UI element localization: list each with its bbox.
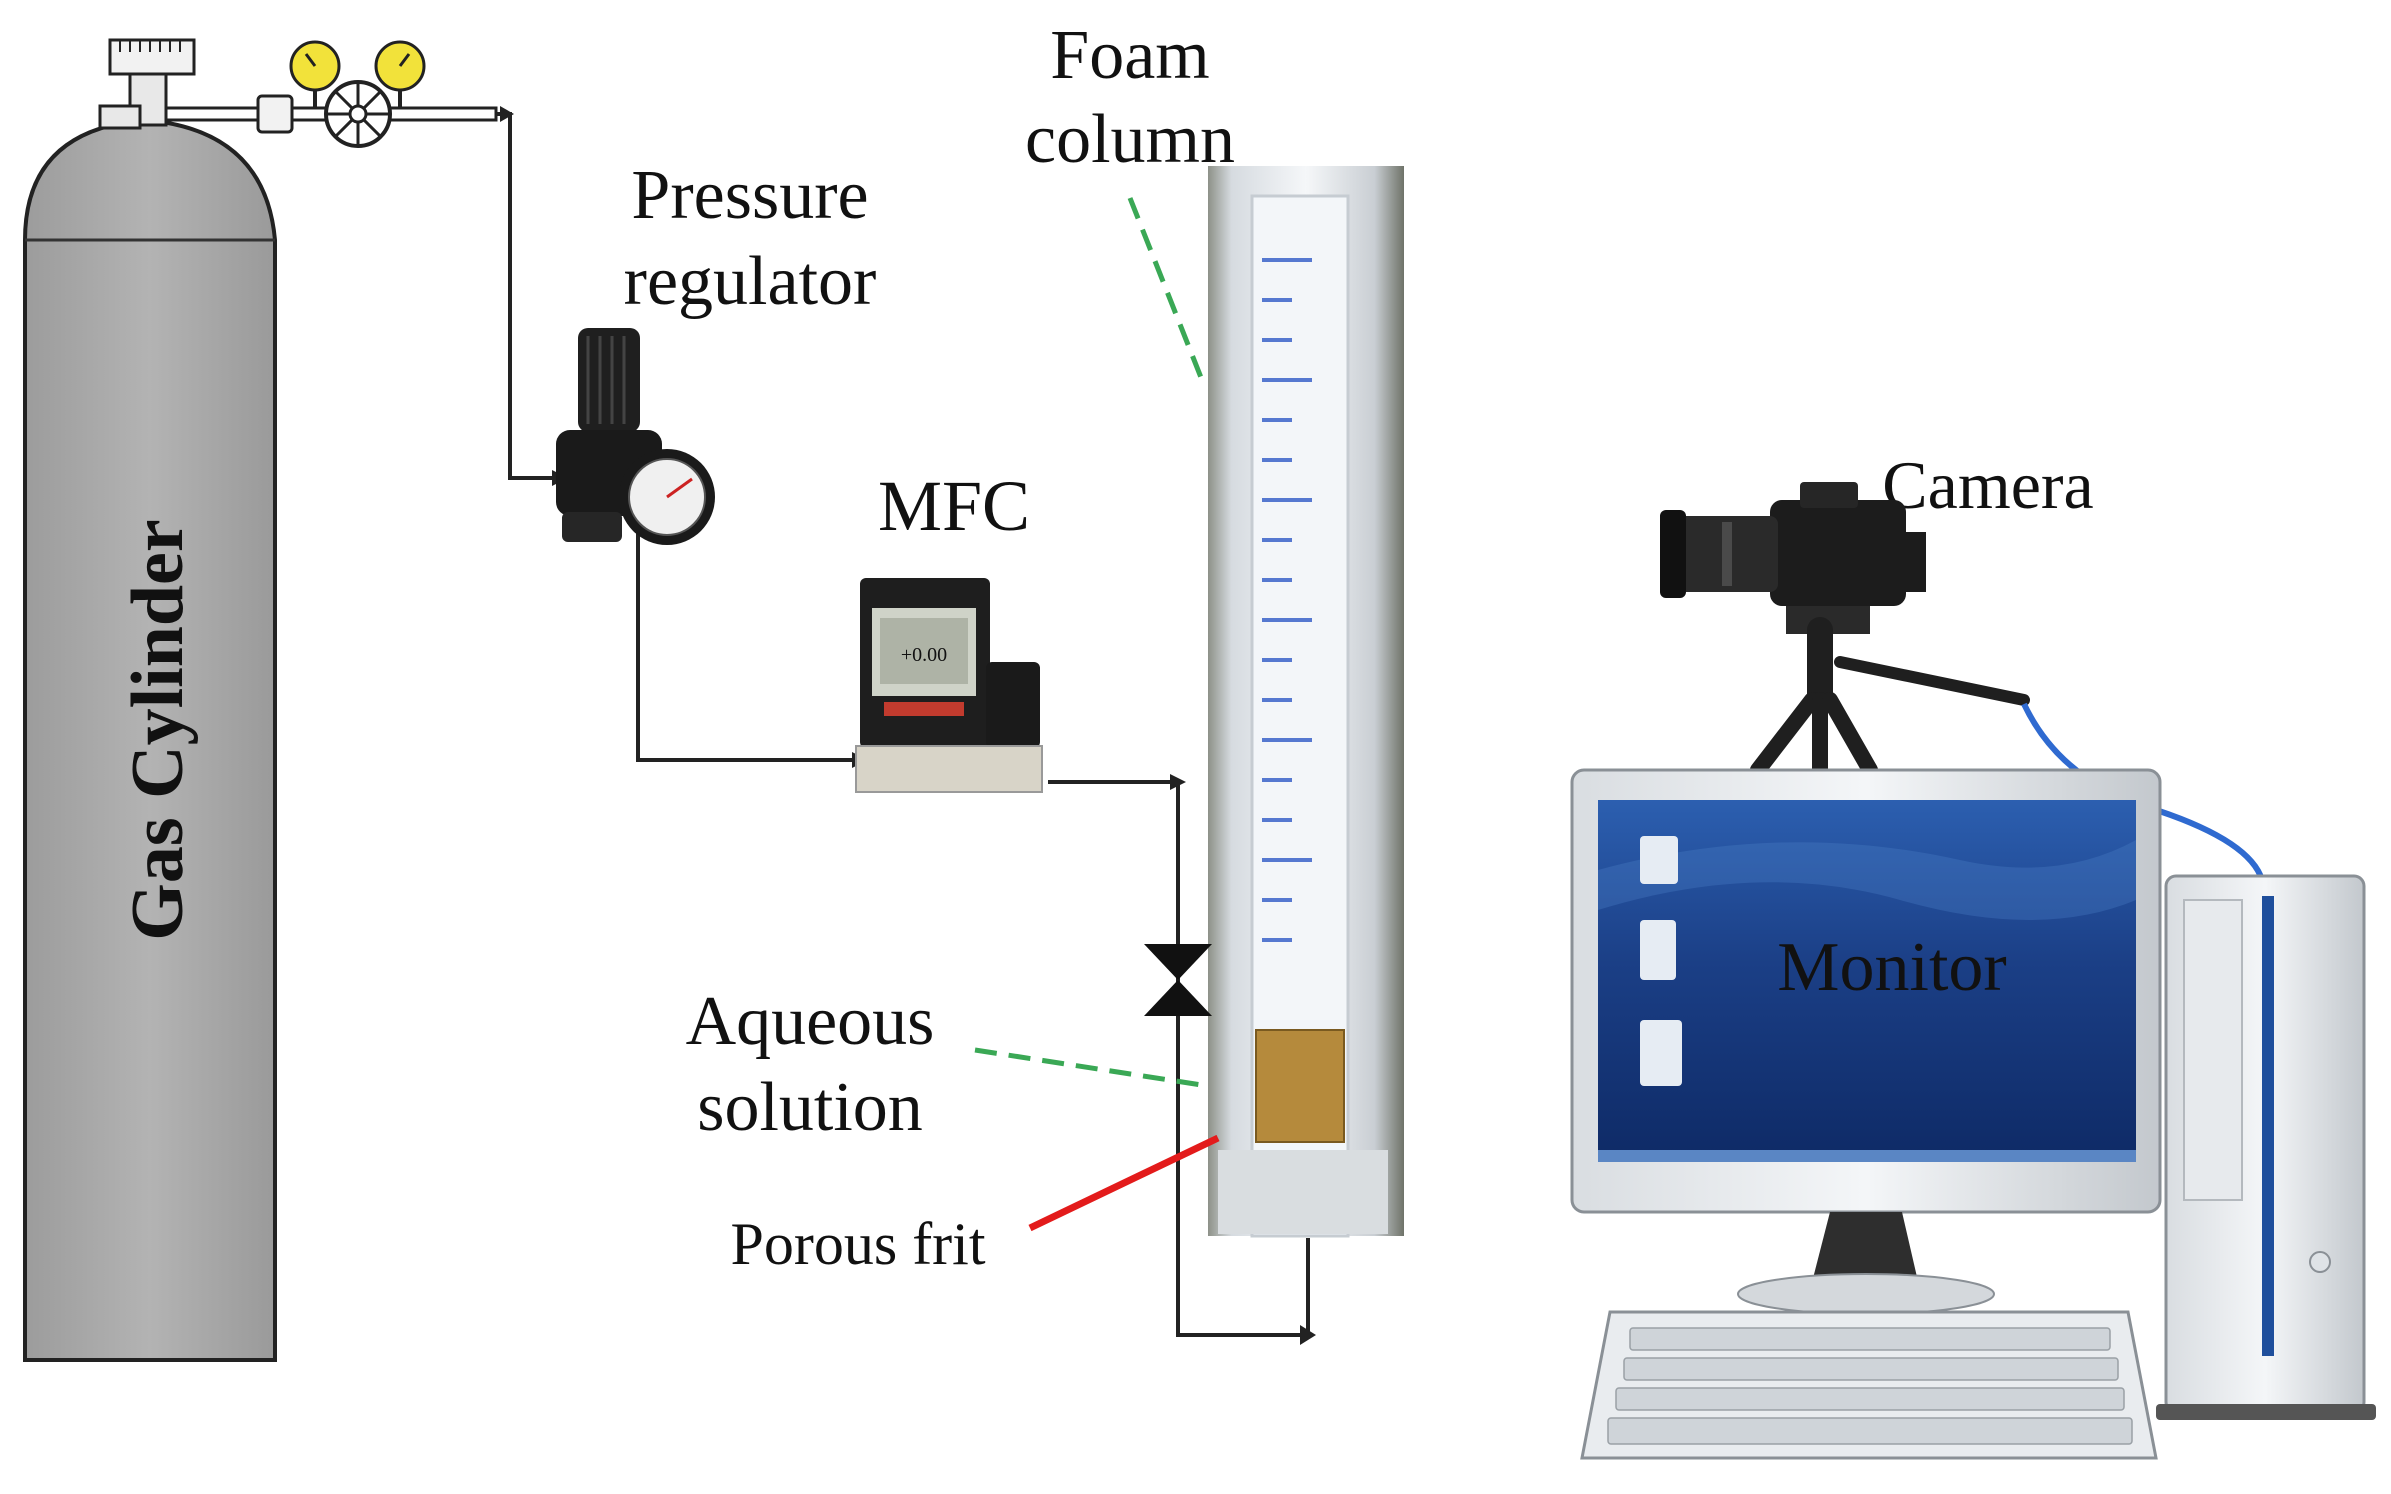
gauge-icon <box>289 40 341 108</box>
monitor-label: Monitor <box>1777 929 2006 1006</box>
mass-flow-controller: MFC +0.00 <box>855 466 1043 793</box>
foam-column-leader <box>1127 197 1205 381</box>
porous-frit-icon <box>1255 1029 1345 1143</box>
foam-column: Foam column <box>1025 17 1404 1238</box>
pressure-regulator-label-line1: Pressure <box>631 157 868 234</box>
tripod-icon <box>1750 606 2030 780</box>
camera-assembly: Camera <box>1660 447 2265 882</box>
pressure-regulator: Pressure regulator <box>556 157 876 545</box>
computer-tower-icon <box>2156 874 2376 1420</box>
foam-column-label-line1: Foam <box>1050 17 1209 94</box>
porous-frit-callout: Porous frit <box>731 1134 1220 1277</box>
computer: Monitor <box>1570 768 2376 1460</box>
pressure-regulator-icon <box>556 328 715 545</box>
gas-cylinder-label: Gas Cylinder <box>117 519 199 940</box>
gas-cylinder: Gas Cylinder <box>23 38 498 1362</box>
pressure-regulator-label-line2: regulator <box>624 243 877 320</box>
porous-frit-leader <box>1028 1134 1220 1232</box>
foam-column-icon <box>1208 166 1404 1238</box>
porous-frit-label: Porous frit <box>731 1211 986 1277</box>
valve-handwheel-icon <box>324 80 392 148</box>
valve-icon <box>1144 944 1212 1016</box>
monitor-icon: Monitor <box>1570 768 2162 1315</box>
mfc-label: MFC <box>878 466 1030 546</box>
camera-icon <box>1660 482 1926 606</box>
camera-label: Camera <box>1882 447 2093 523</box>
aqueous-solution-leader <box>974 1047 1209 1089</box>
foam-column-label-line2: column <box>1025 101 1235 178</box>
aqueous-solution-label-line2: solution <box>697 1069 923 1146</box>
gauge-icon <box>374 40 426 108</box>
svg-text:+0.00: +0.00 <box>901 644 947 666</box>
monitor-screen <box>1598 800 2136 1162</box>
keyboard-icon <box>1580 1310 2158 1460</box>
mass-flow-controller-icon: +0.00 <box>855 578 1043 793</box>
aqueous-solution-label-line1: Aqueous <box>686 983 935 1060</box>
aqueous-solution-callout: Aqueous solution <box>686 983 1209 1146</box>
